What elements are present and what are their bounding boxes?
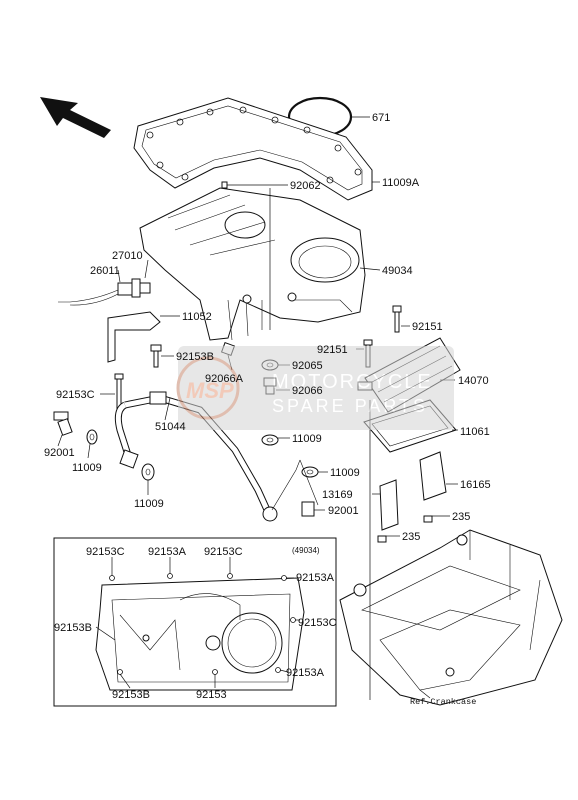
label-92153C: 92153C	[56, 389, 95, 401]
inset-box	[53, 537, 337, 707]
label-92153B: 92153B	[176, 351, 214, 363]
plate-13169	[372, 479, 399, 531]
label-27010: 27010	[112, 250, 143, 262]
label-92066A: 92066A	[205, 373, 244, 385]
pressure-switch	[58, 259, 151, 306]
label-92062: 92062	[290, 180, 321, 192]
label-51044: 51044	[155, 421, 186, 433]
screw-235-a	[423, 515, 450, 523]
watermark-line2: SPARE PARTS	[272, 396, 428, 416]
label-26011: 26011	[90, 265, 120, 277]
label-235-b: 235	[402, 531, 420, 543]
inset-label-92153A-2: 92153A	[296, 572, 335, 584]
gasket-11009-mid	[261, 434, 290, 446]
gasket-11009-lower	[141, 463, 155, 495]
watermark-line1: MOTORCYCLE	[272, 371, 433, 393]
label-11061: 11061	[460, 426, 490, 438]
watermark: MSP MOTORCYCLE SPARE PARTS	[176, 346, 454, 430]
bolt-92153B	[150, 344, 174, 368]
bolt-92001-right	[271, 459, 325, 517]
bolt-92062	[221, 181, 288, 330]
label-92151-right: 92151	[412, 321, 443, 333]
label-16165: 16165	[460, 479, 491, 491]
inset-label-92153B-1: 92153B	[54, 622, 92, 634]
inset-label-92153C-3: 92153C	[298, 617, 337, 629]
label-13169: 13169	[322, 489, 353, 501]
inset-title: (49034)	[292, 546, 320, 555]
label-11009-mid: 11009	[292, 433, 322, 445]
inset-label-92153B-2: 92153B	[112, 689, 150, 701]
label-235-a: 235	[452, 511, 470, 523]
label-11009A: 11009A	[382, 177, 420, 189]
bracket-11052	[107, 311, 180, 363]
watermark-logo: MSP	[186, 378, 234, 403]
label-92001-left: 92001	[44, 447, 75, 459]
label-11009-lower: 11009	[134, 498, 164, 510]
label-92065: 92065	[292, 360, 323, 372]
inset-label-92153: 92153	[196, 689, 227, 701]
label-11052: 11052	[182, 311, 212, 323]
label-92151-left: 92151	[317, 344, 348, 356]
inset-label-92153C-1: 92153C	[86, 546, 125, 558]
label-11009-left: 11009	[72, 462, 102, 474]
label-92001-right: 92001	[328, 505, 359, 517]
oil-pan-gasket	[133, 97, 380, 201]
ref-crankcase-label: Ref.Crankcase	[410, 697, 476, 707]
inset-label-92153A-3: 92153A	[286, 667, 325, 679]
label-14070: 14070	[458, 375, 489, 387]
front-direction-arrow	[40, 97, 111, 138]
part-16165	[419, 451, 458, 501]
label-11009-right: 11009	[330, 467, 360, 479]
gasket-11009-left	[86, 429, 98, 459]
label-49034: 49034	[382, 265, 413, 277]
screw-235-b	[377, 535, 400, 543]
inset-label-92153C-2: 92153C	[204, 546, 243, 558]
oil-pan-main	[139, 187, 381, 341]
bolt-92001-left	[53, 411, 73, 447]
inset-label-92153A-1: 92153A	[148, 546, 187, 558]
crankcase-reference	[339, 400, 563, 706]
label-671: 671	[372, 112, 390, 124]
label-92066: 92066	[292, 385, 323, 397]
